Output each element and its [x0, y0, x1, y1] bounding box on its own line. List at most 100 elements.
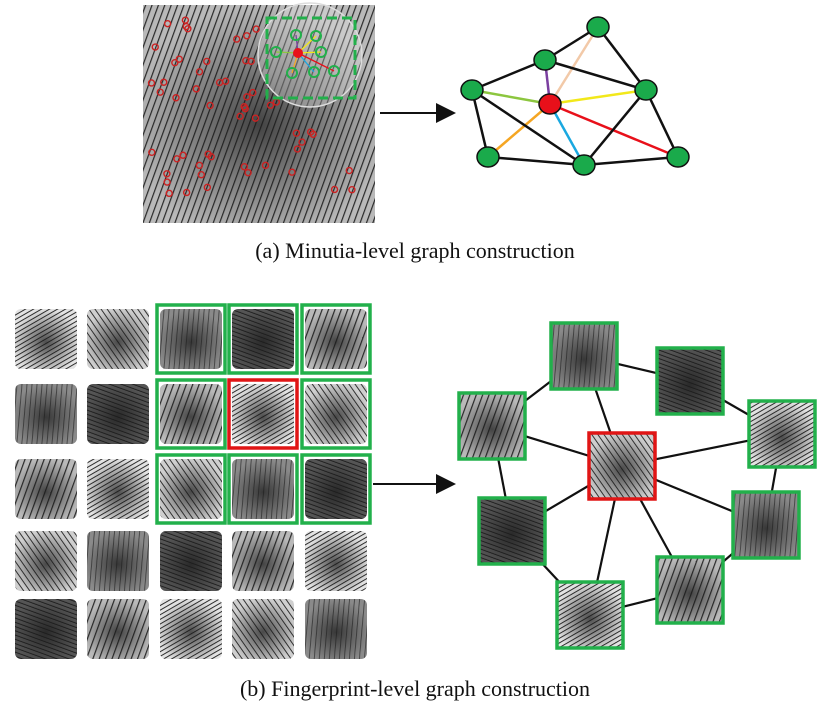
- minutia-marker: [163, 178, 171, 186]
- neighbor-frame: [300, 453, 372, 525]
- fingerprint-node: [549, 321, 619, 391]
- fingerprint-tile: [155, 303, 227, 375]
- lens-local-graph: [270, 29, 340, 79]
- fingerprint-tile: [15, 531, 77, 591]
- graph-node: [460, 79, 484, 101]
- minutia-marker: [330, 185, 339, 194]
- minutia-fingerprint-image: [143, 2, 375, 223]
- minutia-marker: [179, 151, 187, 159]
- fingerprint-node: [655, 346, 725, 416]
- minutia-marker: [243, 93, 251, 101]
- neighbor-frame: [300, 378, 372, 450]
- minutia-marker: [195, 161, 204, 170]
- minutia-marker: [195, 68, 204, 76]
- neighbor-frame: [155, 453, 227, 525]
- minutia-marker: [171, 58, 179, 67]
- minutia-marker: [348, 186, 356, 194]
- minutia-marker: [247, 57, 255, 66]
- fingerprint-tile: [155, 378, 227, 450]
- minutia-marker: [293, 145, 302, 153]
- neighbor-frame: [300, 303, 372, 375]
- fingerprint-tile: [227, 303, 299, 375]
- minutia-marker: [288, 168, 296, 176]
- minutia-marker: [252, 25, 260, 33]
- minutia-graph: [460, 16, 690, 176]
- minutia-marker: [236, 112, 244, 121]
- minutia-marker: [182, 188, 191, 197]
- minutia-marker: [147, 79, 156, 87]
- fingerprint-node: [747, 399, 817, 469]
- zoom-lens: [257, 2, 363, 108]
- minutia-marker: [206, 101, 214, 110]
- minutia-marker: [261, 161, 270, 170]
- fingerprint-grid: [15, 303, 372, 659]
- neighbor-frame: [227, 303, 299, 375]
- graph-node: [572, 154, 596, 176]
- graph-node: [533, 49, 557, 71]
- fingerprint-tile: [227, 378, 299, 450]
- caption-fingerprint-graph: (b) Fingerprint-level graph construction: [239, 676, 591, 701]
- minutia-marker: [266, 101, 275, 109]
- minutia-marker: [215, 78, 224, 87]
- minutia-marker: [172, 94, 180, 102]
- fingerprint-node: [731, 490, 801, 560]
- fingerprint-node: [457, 391, 527, 461]
- minutia-marker: [345, 166, 353, 175]
- fingerprint-tile: [232, 599, 294, 659]
- fingerprint-tile: [300, 378, 372, 450]
- fingerprint-tile: [15, 384, 77, 444]
- fingerprint-tile: [227, 453, 299, 525]
- center-node: [538, 93, 562, 115]
- minutia-marker: [244, 168, 252, 177]
- fingerprint-tile: [155, 453, 227, 525]
- graph-node: [586, 16, 610, 38]
- minutia-markers: [147, 16, 356, 198]
- fingerprint-node: [555, 580, 625, 650]
- minutia-marker: [240, 163, 249, 171]
- minutia-marker: [175, 55, 183, 63]
- minutia-marker: [163, 19, 172, 28]
- minutia-marker: [204, 150, 212, 158]
- graph-node: [666, 146, 690, 168]
- minutia-marker: [203, 57, 211, 66]
- fingerprint-tile: [87, 309, 149, 369]
- minutia-marker: [197, 171, 206, 179]
- fingerprint-node: [477, 496, 547, 566]
- fingerprint-tile: [87, 459, 149, 519]
- neighbor-frame: [155, 378, 227, 450]
- minutia-marker: [148, 148, 156, 157]
- zoom-box: [265, 16, 357, 100]
- minutia-marker: [292, 129, 301, 137]
- minutia-marker: [240, 103, 248, 111]
- minutia-marker: [233, 35, 241, 43]
- fingerprint-tile: [87, 384, 149, 444]
- caption-minutia-graph: (a) Minutia-level graph construction: [255, 238, 575, 263]
- minutia-marker: [160, 78, 168, 86]
- fingerprint-tile: [87, 531, 149, 591]
- fingerprint-graph: [457, 321, 817, 650]
- fingerprint-node: [655, 555, 725, 625]
- minutia-marker: [163, 170, 171, 178]
- graph-node: [634, 79, 658, 101]
- fingerprint-tile: [160, 599, 222, 659]
- minutia-marker: [151, 43, 159, 51]
- fingerprint-tile: [160, 531, 222, 591]
- fingerprint-tile: [15, 459, 77, 519]
- minutia-marker: [249, 88, 257, 97]
- minutia-marker: [165, 189, 173, 198]
- fingerprint-tile: [300, 303, 372, 375]
- neighbor-frame: [227, 453, 299, 525]
- minutia-marker: [203, 183, 212, 192]
- minutia-marker: [306, 128, 315, 136]
- fingerprint-tile: [305, 531, 367, 591]
- graph-node: [476, 146, 500, 168]
- minutia-marker: [298, 138, 306, 146]
- minutia-marker: [243, 32, 251, 40]
- fingerprint-tile: [87, 599, 149, 659]
- fingerprint-tile: [15, 309, 77, 369]
- minutia-marker: [181, 16, 190, 24]
- minutia-marker: [251, 114, 260, 122]
- fingerprint-tile: [305, 599, 367, 659]
- fingerprint-tile: [232, 531, 294, 591]
